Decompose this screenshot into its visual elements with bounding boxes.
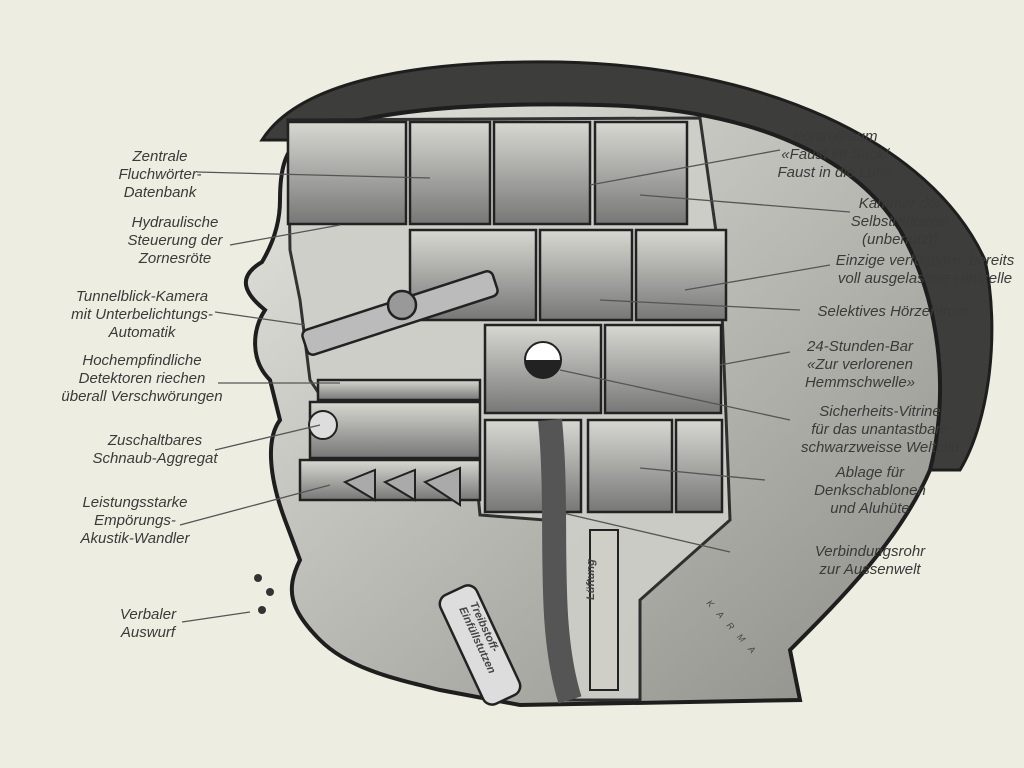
connection-pipe xyxy=(538,418,582,704)
speakers xyxy=(342,466,461,507)
room-templates xyxy=(586,418,674,514)
room-toilet xyxy=(483,418,583,514)
snort-aggregate xyxy=(308,400,482,460)
label-hearing-center: Selektives Hörzentrum xyxy=(817,303,969,320)
room-hearing-center xyxy=(538,228,634,322)
room-archive xyxy=(408,120,492,226)
verbal-ejection xyxy=(254,574,274,614)
room-brain-cell xyxy=(634,228,728,322)
tunnel-camera xyxy=(301,270,499,356)
fan-icon xyxy=(308,410,338,440)
leader-lines xyxy=(179,149,851,623)
room-bar xyxy=(603,323,723,415)
room-self-reflection xyxy=(593,120,689,226)
label-control-room: Kontrollraum«Faust im Sack/Faust in die … xyxy=(777,128,893,181)
room-curse-database xyxy=(286,120,408,226)
fuel-inlet xyxy=(438,584,522,706)
ventilation-shaft xyxy=(589,529,619,691)
ventilation-label: Lüftung xyxy=(585,559,597,600)
room-control xyxy=(492,120,592,226)
